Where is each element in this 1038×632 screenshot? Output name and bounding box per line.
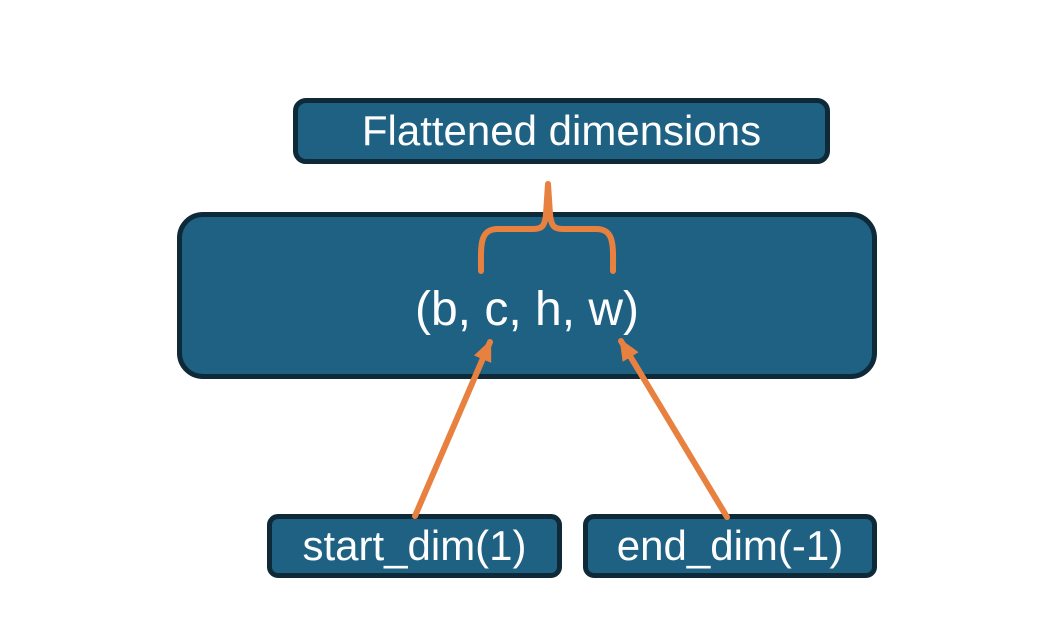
- end-dim-label: end_dim(-1): [616, 522, 844, 569]
- tensor-shape-label: (b, c, h, w): [414, 283, 640, 336]
- tensor-shape-box: (b, c, h, w): [177, 212, 877, 379]
- flattened-dimensions-label: Flattened dimensions: [361, 107, 762, 154]
- start-dim-label: start_dim(1): [302, 522, 527, 569]
- flattened-dimensions-box: Flattened dimensions: [293, 98, 830, 164]
- start-dim-box: start_dim(1): [267, 514, 562, 578]
- end-dim-box: end_dim(-1): [583, 514, 877, 578]
